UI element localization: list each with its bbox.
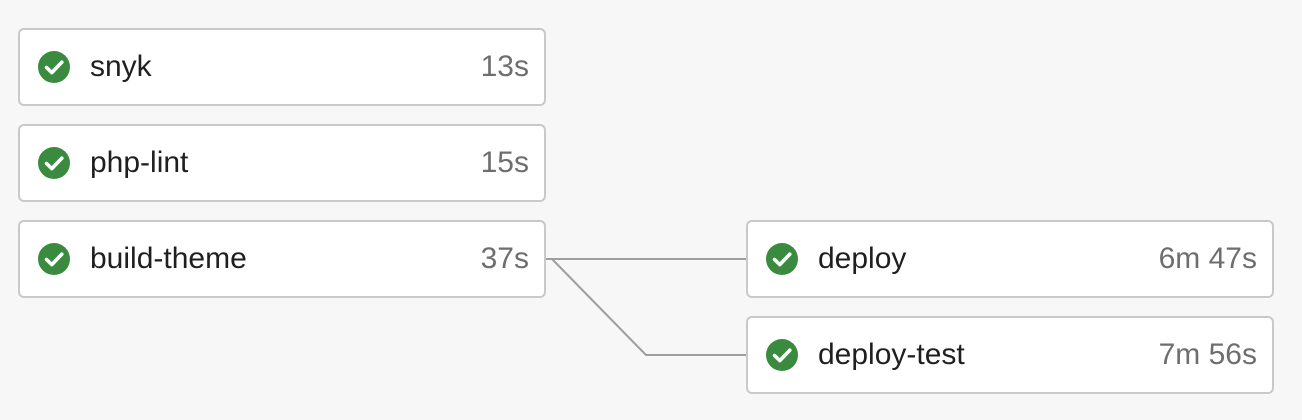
job-duration: 13s (480, 50, 529, 83)
job-duration: 37s (480, 242, 529, 275)
job-card-build-theme[interactable]: build-theme 37s (18, 220, 546, 298)
success-check-icon (38, 51, 70, 83)
job-name: snyk (90, 50, 152, 83)
job-name: build-theme (90, 242, 247, 275)
success-check-icon (38, 243, 70, 275)
job-duration: 6m 47s (1158, 242, 1257, 275)
job-duration: 7m 56s (1158, 338, 1257, 371)
job-duration: 15s (480, 146, 529, 179)
success-check-icon (766, 243, 798, 275)
job-name: php-lint (90, 146, 189, 179)
success-check-icon (38, 147, 70, 179)
job-card-snyk[interactable]: snyk 13s (18, 28, 546, 106)
job-name: deploy (818, 242, 907, 275)
job-name: deploy-test (818, 338, 965, 371)
job-card-deploy-test[interactable]: deploy-test 7m 56s (746, 316, 1274, 394)
job-card-deploy[interactable]: deploy 6m 47s (746, 220, 1274, 298)
job-card-php-lint[interactable]: php-lint 15s (18, 124, 546, 202)
link-build-theme-to-deploy-test (551, 258, 746, 356)
success-check-icon (766, 339, 798, 371)
